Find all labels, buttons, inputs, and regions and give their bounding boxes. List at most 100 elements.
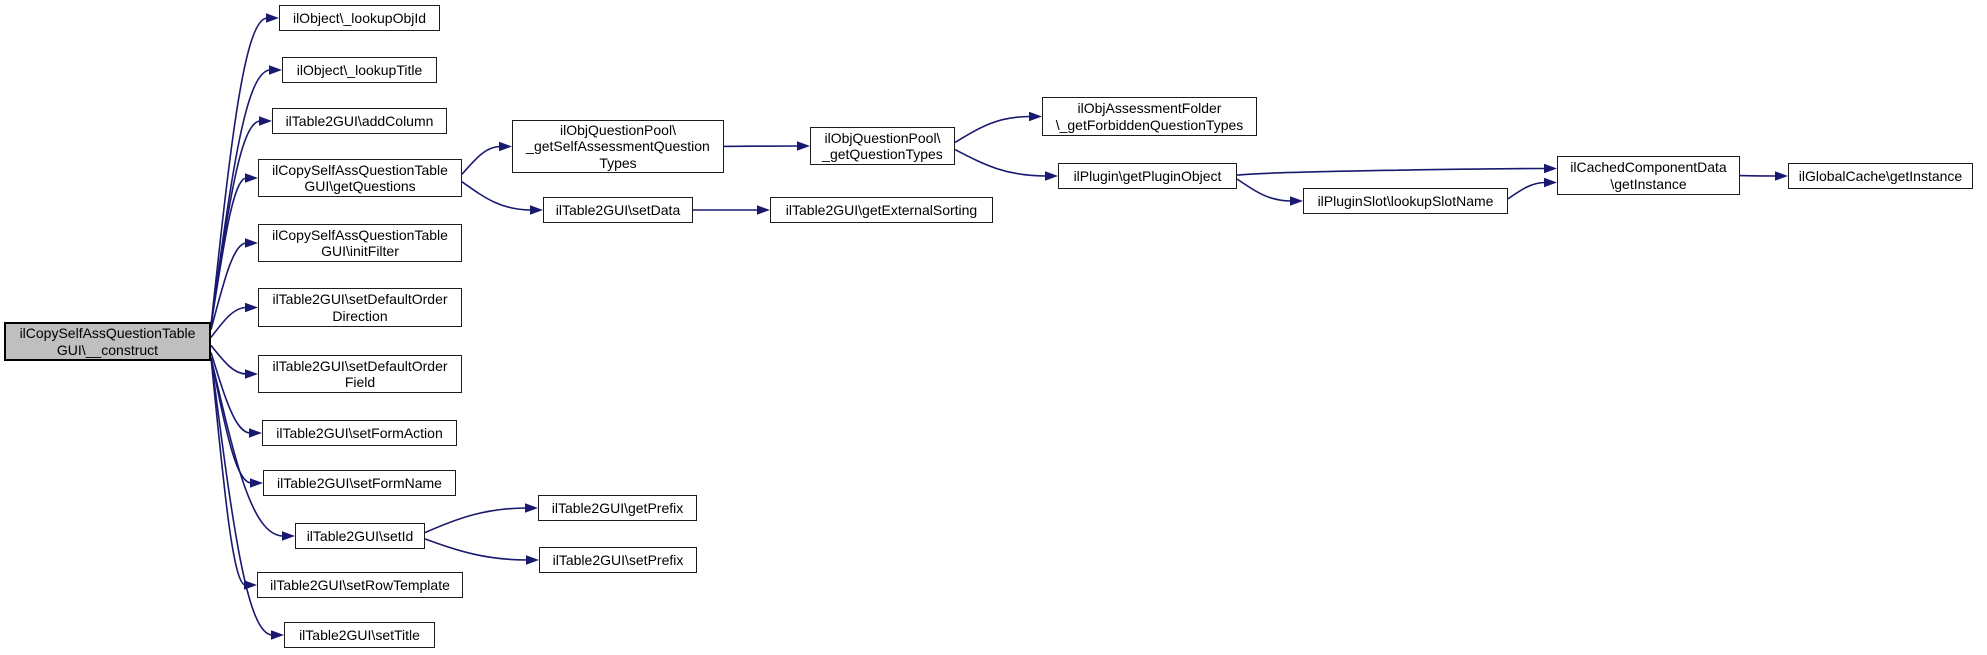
node-label: GUI\__construct (56, 341, 159, 358)
node-label: ilObjQuestionPool\ (560, 121, 676, 138)
node-get-question-types[interactable]: ilObjQuestionPool\_getQuestionTypes (810, 127, 955, 165)
node-label: ilTable2GUI\setDefaultOrder (272, 357, 448, 374)
node-label: _getSelfAssessmentQuestion (526, 138, 710, 155)
arrowhead-icon (499, 141, 512, 152)
edge-get-questions-to-set-data (461, 181, 532, 211)
node-set-form-action[interactable]: ilTable2GUI\setFormAction (262, 420, 457, 446)
node-label: ilCachedComponentData (1570, 159, 1727, 175)
node-label: ilPluginSlot\lookupSlotName (1317, 192, 1494, 209)
node-lookup-slot-name[interactable]: ilPluginSlot\lookupSlotName (1303, 188, 1508, 214)
edge-construct-to-set-default-order-direction (210, 306, 247, 338)
arrowhead-icon (282, 531, 295, 541)
node-get-self-assessment-question-types[interactable]: ilObjQuestionPool\_getSelfAssessmentQues… (512, 120, 724, 173)
node-set-form-name[interactable]: ilTable2GUI\setFormName (263, 470, 456, 496)
arrowhead-icon (271, 630, 284, 640)
node-label: ilTable2GUI\setData (555, 201, 681, 218)
node-lookup-title[interactable]: ilObject\_lookupTitle (282, 57, 437, 83)
edge-construct-to-init-filter (210, 242, 247, 330)
node-set-prefix[interactable]: ilTable2GUI\setPrefix (539, 547, 697, 573)
node-set-title[interactable]: ilTable2GUI\setTitle (284, 622, 435, 648)
node-global-cache-get-instance[interactable]: ilGlobalCache\getInstance (1788, 163, 1973, 189)
edge-construct-to-lookup-obj-id (210, 17, 268, 326)
node-get-forbidden-question-types[interactable]: ilObjAssessmentFolder\_getForbiddenQuest… (1042, 97, 1257, 136)
edge-construct-to-set-title (210, 357, 273, 636)
arrowhead-icon (1775, 171, 1788, 181)
node-label: ilTable2GUI\setPrefix (552, 551, 684, 568)
arrowhead-icon (245, 238, 258, 248)
node-label: ilTable2GUI\getExternalSorting (785, 201, 978, 218)
edge-construct-to-set-form-action (210, 352, 251, 434)
arrowhead-icon (1544, 163, 1557, 174)
edge-set-id-to-get-prefix (424, 507, 527, 534)
node-label: ilTable2GUI\addColumn (285, 112, 434, 129)
node-lookup-obj-id[interactable]: ilObject\_lookupObjId (279, 5, 440, 31)
arrowhead-icon (249, 428, 262, 438)
node-label: ilObject\_lookupObjId (292, 9, 427, 26)
edge-construct-to-add-column (210, 120, 261, 326)
arrowhead-icon (525, 503, 538, 513)
node-label: ilGlobalCache\getInstance (1798, 167, 1963, 184)
arrowhead-icon (530, 205, 543, 215)
node-label: ilTable2GUI\setDefaultOrder (272, 291, 448, 307)
edge-lookup-slot-name-to-cached-component-data-get-instance (1507, 181, 1546, 200)
arrowhead-icon (245, 369, 258, 379)
node-label: ilObjQuestionPool\ (824, 129, 941, 146)
node-label: ilTable2GUI\setFormName (277, 474, 442, 491)
node-label: \_getForbiddenQuestionTypes (1055, 116, 1244, 133)
node-label: Field (344, 374, 376, 390)
arrowhead-icon (266, 13, 279, 23)
edge-get-questions-to-get-self-assessment-question-types (461, 145, 501, 175)
edge-get-plugin-object-to-cached-component-data-get-instance (1236, 167, 1546, 176)
node-get-prefix[interactable]: ilTable2GUI\getPrefix (538, 495, 697, 521)
node-add-column[interactable]: ilTable2GUI\addColumn (272, 108, 447, 134)
arrowhead-icon (259, 116, 272, 126)
node-label: ilPlugin\getPluginObject (1073, 167, 1222, 184)
node-set-id[interactable]: ilTable2GUI\setId (295, 523, 425, 549)
node-label: _getQuestionTypes (822, 146, 943, 162)
edge-get-question-types-to-get-forbidden-question-types (954, 115, 1031, 144)
node-label: ilTable2GUI\setId (306, 527, 414, 544)
arrowhead-icon (269, 65, 282, 75)
node-get-external-sorting[interactable]: ilTable2GUI\getExternalSorting (770, 197, 993, 223)
arrowhead-icon (244, 580, 257, 590)
node-label: Types (599, 154, 637, 171)
arrowhead-icon (245, 173, 258, 183)
node-label: \getInstance (1610, 175, 1687, 192)
edge-construct-to-get-questions (210, 177, 247, 326)
arrowhead-icon (1045, 171, 1058, 181)
node-label: GUI\getQuestions (304, 178, 416, 194)
node-set-row-template[interactable]: ilTable2GUI\setRowTemplate (257, 572, 463, 598)
node-get-plugin-object[interactable]: ilPlugin\getPluginObject (1058, 163, 1237, 189)
node-label: ilObjAssessmentFolder (1077, 100, 1222, 116)
arrowhead-icon (1290, 196, 1303, 206)
node-label: ilTable2GUI\setFormAction (276, 424, 443, 441)
arrowhead-icon (1029, 111, 1042, 122)
arrowhead-icon (526, 555, 539, 565)
arrowhead-icon (797, 141, 810, 151)
node-label: ilObject\_lookupTitle (296, 61, 423, 78)
node-cached-component-data-get-instance[interactable]: ilCachedComponentData\getInstance (1557, 156, 1740, 195)
node-label: ilCopySelfAssQuestionTable (272, 226, 448, 243)
edge-construct-to-set-row-template (210, 357, 246, 586)
arrowhead-icon (250, 478, 263, 488)
node-label: Direction (332, 307, 388, 324)
node-label: ilTable2GUI\setTitle (299, 626, 420, 643)
node-label: ilCopySelfAssQuestionTable (19, 325, 196, 341)
edge-construct-to-set-id (210, 357, 284, 537)
node-label: ilCopySelfAssQuestionTable (272, 161, 448, 178)
node-set-data[interactable]: ilTable2GUI\setData (543, 197, 693, 223)
edge-construct-to-set-default-order-field (210, 344, 247, 375)
edge-set-id-to-set-prefix (424, 538, 528, 561)
node-label: GUI\initFilter (321, 243, 399, 259)
node-label: ilTable2GUI\getPrefix (551, 499, 684, 516)
arrowhead-icon (245, 302, 258, 313)
edge-get-question-types-to-get-plugin-object (954, 148, 1047, 177)
node-label: ilTable2GUI\setRowTemplate (270, 576, 450, 593)
